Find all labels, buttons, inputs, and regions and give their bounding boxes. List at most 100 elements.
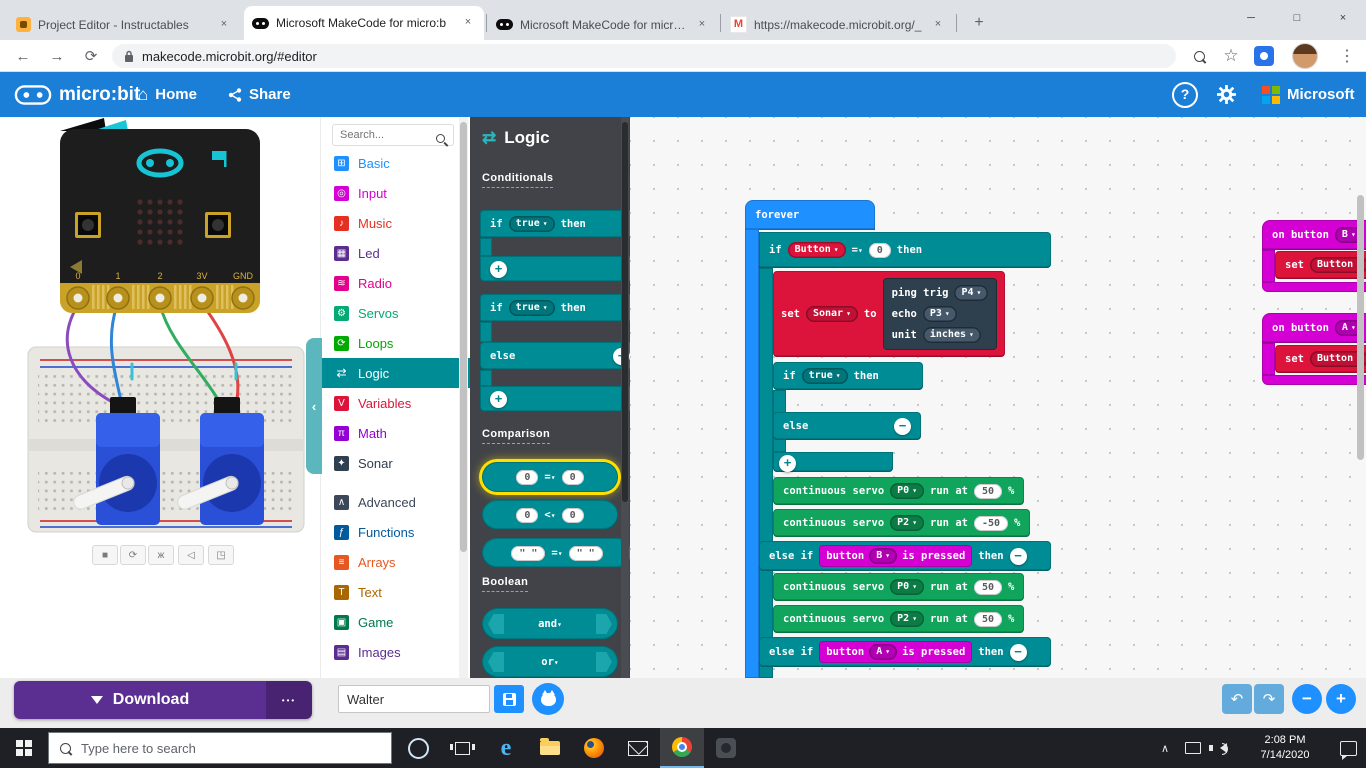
set-button-block[interactable]: set Button	[1275, 345, 1366, 373]
edge-connector-pins[interactable]: 0 1 2 3V GND	[66, 271, 255, 310]
continuous-servo-block[interactable]: continuous servo P2 run at 50 %	[773, 605, 1025, 633]
else-if-row[interactable]: else if button A is pressed then	[759, 637, 1051, 667]
toolbox-category-music[interactable]: ♪ Music	[320, 208, 458, 238]
toolbox-category-variables[interactable]: V Variables	[320, 388, 458, 418]
boolean-slot[interactable]	[488, 614, 504, 634]
bookmark-star-icon[interactable]: ☆	[1223, 46, 1239, 65]
minus-icon[interactable]	[1009, 547, 1027, 565]
toolbox-category-logic[interactable]: ⇄ Logic	[320, 358, 470, 388]
toolbox-category-game[interactable]: ▣ Game	[320, 607, 458, 637]
echo-pin-dropdown[interactable]: P3	[922, 306, 957, 322]
condition-dropdown[interactable]: true	[801, 368, 848, 384]
variable-dropdown[interactable]: Button	[787, 242, 846, 258]
set-sonar-block[interactable]: set Sonar to ping trig P4 echo P3 unit i…	[773, 271, 1006, 357]
else-if-row[interactable]: else if button B is pressed then	[759, 541, 1051, 571]
block-bottom[interactable]	[1262, 375, 1366, 385]
forever-block[interactable]: forever	[745, 200, 875, 230]
window-minimize-button[interactable]: ─	[1247, 12, 1255, 24]
block-spine[interactable]	[480, 370, 492, 386]
number-field[interactable]: 0	[516, 507, 539, 523]
simulator-collapse-tab[interactable]: ‹	[306, 338, 322, 474]
number-field[interactable]: 50	[973, 579, 1003, 595]
nested-if-row[interactable]: if true then	[773, 362, 923, 390]
plus-icon[interactable]	[490, 390, 507, 408]
chrome-taskbar-button[interactable]	[660, 728, 704, 768]
continuous-servo-block[interactable]: continuous servo P0 run at 50 %	[773, 573, 1025, 601]
on-button-a-block[interactable]: on button A	[1262, 313, 1366, 343]
extension-icon[interactable]	[1254, 46, 1274, 66]
toolbox-scrollbar-thumb[interactable]	[460, 122, 467, 552]
flyout-less-than-block[interactable]: 0 < 0	[482, 500, 618, 530]
number-field[interactable]: 0	[561, 507, 584, 523]
flyout-else-row[interactable]: else	[480, 342, 640, 370]
operator-dropdown[interactable]: =	[544, 471, 555, 483]
block-spine[interactable]	[1262, 343, 1275, 375]
project-name-input[interactable]	[338, 685, 490, 713]
download-options-button[interactable]	[266, 681, 312, 719]
undo-button[interactable]: ↶	[1222, 684, 1252, 714]
microbit-logo[interactable]: micro:bit	[14, 72, 140, 117]
toolbox-category-led[interactable]: ▦ Led	[320, 238, 458, 268]
browser-tab-makecode-active[interactable]: Microsoft MakeCode for micro:b	[244, 6, 484, 40]
toolbox-category-servos[interactable]: ⚙ Servos	[320, 298, 458, 328]
block-spine[interactable]	[480, 238, 492, 256]
nested-if-bottom[interactable]	[773, 452, 893, 472]
flyout-if-then-block[interactable]: if true then	[480, 210, 640, 238]
flyout-if-else-bottom[interactable]	[480, 386, 640, 412]
block-bottom[interactable]	[1262, 282, 1366, 292]
block-spine[interactable]	[1262, 250, 1275, 282]
sim-fullscreen-button[interactable]: ◳	[208, 545, 234, 565]
tray-expand-button[interactable]: ∧	[1152, 728, 1178, 768]
github-button[interactable]	[532, 683, 564, 715]
variable-dropdown[interactable]: Button	[1309, 351, 1366, 367]
tab-close-icon[interactable]	[930, 17, 946, 33]
save-project-button[interactable]	[494, 685, 524, 713]
number-field[interactable]: -50	[973, 515, 1009, 531]
window-maximize-button[interactable]: □	[1293, 12, 1301, 24]
button-dropdown[interactable]: A	[1334, 320, 1363, 336]
file-explorer-button[interactable]	[528, 728, 572, 768]
toolbox-search[interactable]	[332, 124, 454, 146]
set-button-block[interactable]: set Button	[1275, 251, 1366, 279]
zoom-indicator-icon[interactable]	[1186, 44, 1212, 68]
if-condition-row[interactable]: if Button = 0 then	[759, 232, 1051, 268]
settings-button[interactable]	[1216, 72, 1237, 117]
microsoft-logo[interactable]: Microsoft	[1262, 72, 1355, 117]
toolbox-category-images[interactable]: ▤ Images	[320, 637, 458, 667]
toolbox-category-radio[interactable]: ≋ Radio	[320, 268, 458, 298]
sonar-ping-block[interactable]: ping trig P4 echo P3 unit inches	[882, 278, 998, 350]
number-field[interactable]: 50	[973, 611, 1003, 627]
trig-pin-dropdown[interactable]: P4	[954, 285, 989, 301]
toolbox-category-arrays[interactable]: ≡ Arrays	[320, 547, 458, 577]
on-button-b-block[interactable]: on button B	[1262, 220, 1366, 250]
string-field[interactable]: " "	[511, 545, 546, 561]
sim-restart-button[interactable]: ⟳	[120, 545, 146, 565]
operator-dropdown[interactable]: =	[551, 547, 562, 559]
download-button[interactable]: Download	[14, 681, 266, 719]
number-field[interactable]: 0	[516, 469, 539, 485]
browser-tab-makecode-2[interactable]: Microsoft MakeCode for micro:b	[488, 9, 718, 40]
button-pressed-block[interactable]: button B is pressed	[819, 545, 973, 567]
toolbox-category-math[interactable]: π Math	[320, 418, 458, 448]
back-button[interactable]: ←	[15, 47, 31, 65]
toolbox-category-input[interactable]: ◎ Input	[320, 178, 458, 208]
zoom-out-button[interactable]: −	[1292, 684, 1322, 714]
condition-dropdown[interactable]: true	[508, 300, 555, 316]
start-button[interactable]	[0, 728, 48, 768]
help-button[interactable]	[1172, 72, 1198, 117]
taskbar-search[interactable]: Type here to search	[48, 732, 392, 764]
number-field[interactable]: 0	[561, 469, 584, 485]
sim-stop-button[interactable]: ■	[92, 545, 118, 565]
toolbox-search-input[interactable]	[332, 124, 454, 146]
unit-dropdown[interactable]: inches	[922, 327, 981, 343]
pin-dropdown[interactable]: P0	[890, 579, 925, 595]
button-dropdown[interactable]: B	[1334, 227, 1363, 243]
flyout-scrollbar-thumb[interactable]	[622, 122, 628, 502]
flyout-equals-block[interactable]: 0 = 0	[482, 462, 618, 492]
block-spine[interactable]	[480, 322, 492, 342]
minus-icon[interactable]	[1009, 643, 1027, 661]
sim-button-a[interactable]	[75, 212, 101, 238]
variable-dropdown[interactable]: Button	[1309, 257, 1366, 273]
flyout-if-else-block[interactable]: if true then	[480, 294, 640, 322]
refresh-button[interactable]: ⟳	[84, 48, 98, 65]
